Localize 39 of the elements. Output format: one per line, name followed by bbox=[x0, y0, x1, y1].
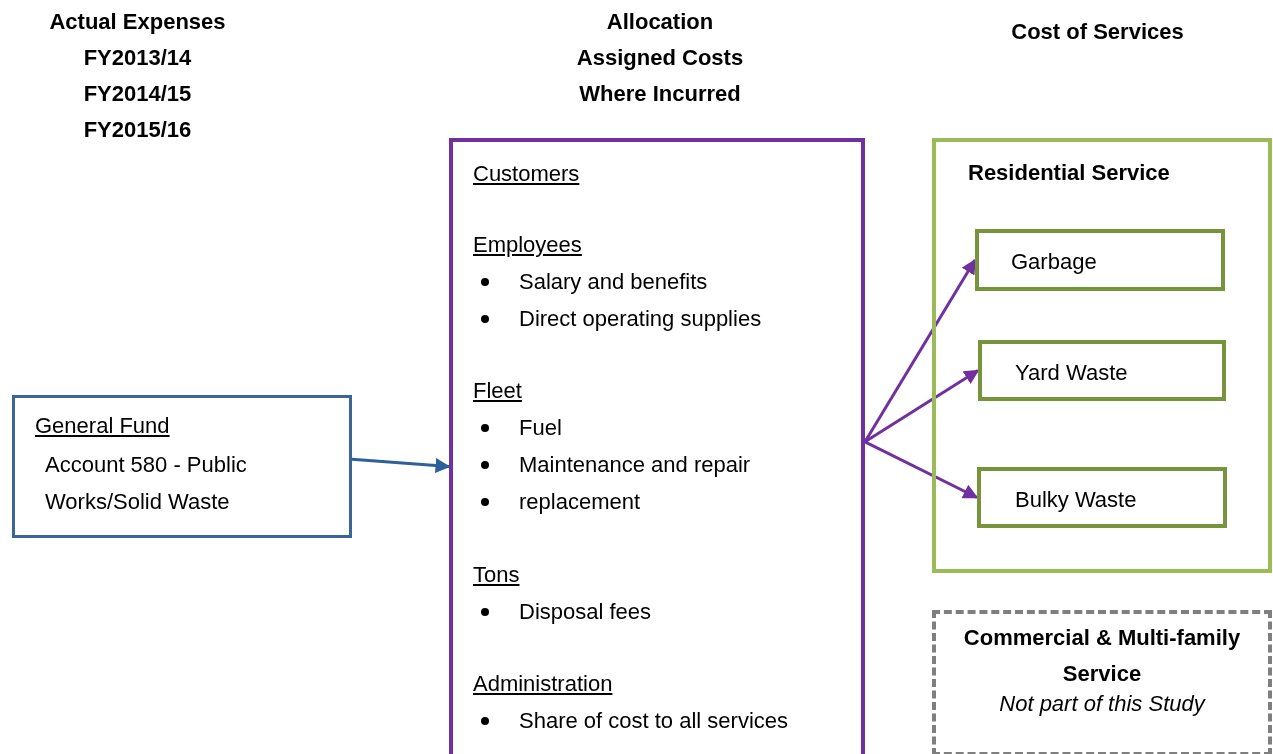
heading: Employees bbox=[473, 232, 582, 258]
heading: Administration bbox=[473, 671, 613, 697]
bullet-item: Maintenance and repair bbox=[519, 452, 751, 478]
heading: Tons bbox=[473, 562, 520, 588]
process-box bbox=[449, 138, 865, 754]
arrow bbox=[351, 457, 451, 474]
bullet-item: Share of cost to all services bbox=[519, 708, 788, 734]
column-heading: Allocation bbox=[605, 8, 715, 36]
column-heading: FY2013/14 bbox=[82, 44, 193, 72]
bullet-item: Fuel bbox=[519, 415, 562, 441]
process-box bbox=[932, 138, 1272, 573]
heading: Fleet bbox=[473, 378, 522, 404]
bullet-item: Direct operating supplies bbox=[519, 306, 762, 332]
heading: Commercial & Multi-family Service bbox=[962, 624, 1242, 688]
column-heading: Actual Expenses bbox=[48, 8, 227, 36]
heading: Residential Service bbox=[968, 160, 1170, 186]
bullet-item: replacement bbox=[519, 489, 641, 515]
arrow bbox=[864, 440, 979, 499]
note: Not part of this Study bbox=[998, 690, 1207, 718]
text: Garbage bbox=[1011, 249, 1097, 275]
text: Bulky Waste bbox=[1015, 487, 1137, 513]
bullet-item: Disposal fees bbox=[519, 599, 652, 625]
column-heading: FY2015/16 bbox=[82, 116, 193, 144]
bullet-item: Salary and benefits bbox=[519, 269, 708, 295]
text: Yard Waste bbox=[1015, 360, 1128, 386]
column-heading: FY2014/15 bbox=[82, 80, 193, 108]
arrow bbox=[863, 258, 977, 443]
arrow bbox=[864, 369, 980, 444]
column-heading: Cost of Services bbox=[1010, 18, 1185, 46]
text: Account 580 - Public Works/Solid Waste bbox=[45, 451, 248, 516]
process-box bbox=[978, 340, 1226, 401]
column-heading: Assigned Costs bbox=[575, 44, 745, 72]
heading: Customers bbox=[473, 161, 580, 187]
column-heading: Where Incurred bbox=[578, 80, 742, 108]
process-box bbox=[975, 229, 1225, 291]
process-box bbox=[932, 610, 1272, 754]
process-box bbox=[977, 467, 1227, 528]
process-box bbox=[12, 395, 352, 538]
heading: General Fund bbox=[35, 413, 170, 439]
